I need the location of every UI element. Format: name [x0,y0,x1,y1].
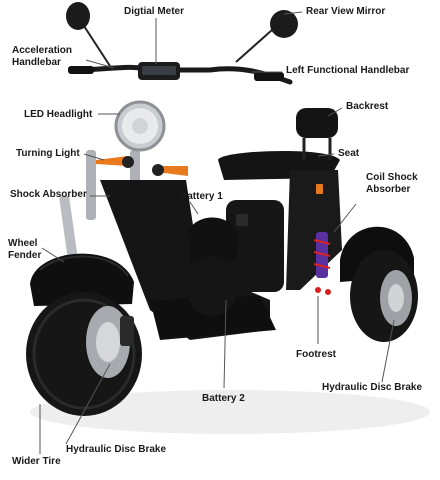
backrest [296,108,338,138]
label-rear-view-mirror: Rear View Mirror [306,6,386,17]
label-led-headlight: LED Headlight [24,109,93,120]
label-shock-absorber: Shock Absorber [10,189,87,200]
rear-right-wheel [350,250,418,342]
label-coil-shock-absorber: Coil Shock Absorber [366,172,418,195]
front-fender [30,253,134,306]
label-battery-1: Battery 1 [180,191,223,202]
label-hydraulic-disc-brake-rear: Hydraulic Disc Brake [322,382,423,393]
rear-body [286,170,342,290]
footboard [150,296,276,340]
turning-lights [96,156,188,176]
led-headlight [114,100,166,152]
label-turning-light: Turning Light [16,148,80,159]
leader-lines [39,11,395,454]
label-wider-tire: Wider Tire [12,456,61,467]
label-backrest: Backrest [346,101,389,112]
front-wheel [26,292,142,416]
label-left-functional-handlebar: Left Functional Handlebar [286,65,410,76]
label-footrest: Footrest [296,349,336,360]
rear-left-fender [188,217,238,262]
label-hydraulic-disc-brake-front: Hydraulic Disc Brake [66,444,167,455]
label-battery-2: Battery 2 [202,393,245,404]
label-wheel-fender: Wheel Fender [8,238,42,261]
rear-left-wheel [186,256,238,316]
coil-shock [313,232,331,278]
label-acceleration-handlebar: Acceleration Handlebar [12,45,73,68]
mirror-right [235,10,298,63]
label-digital-meter: Digtial Meter [124,6,185,17]
mirror-left [66,2,111,67]
label-seat: Seat [338,148,360,159]
